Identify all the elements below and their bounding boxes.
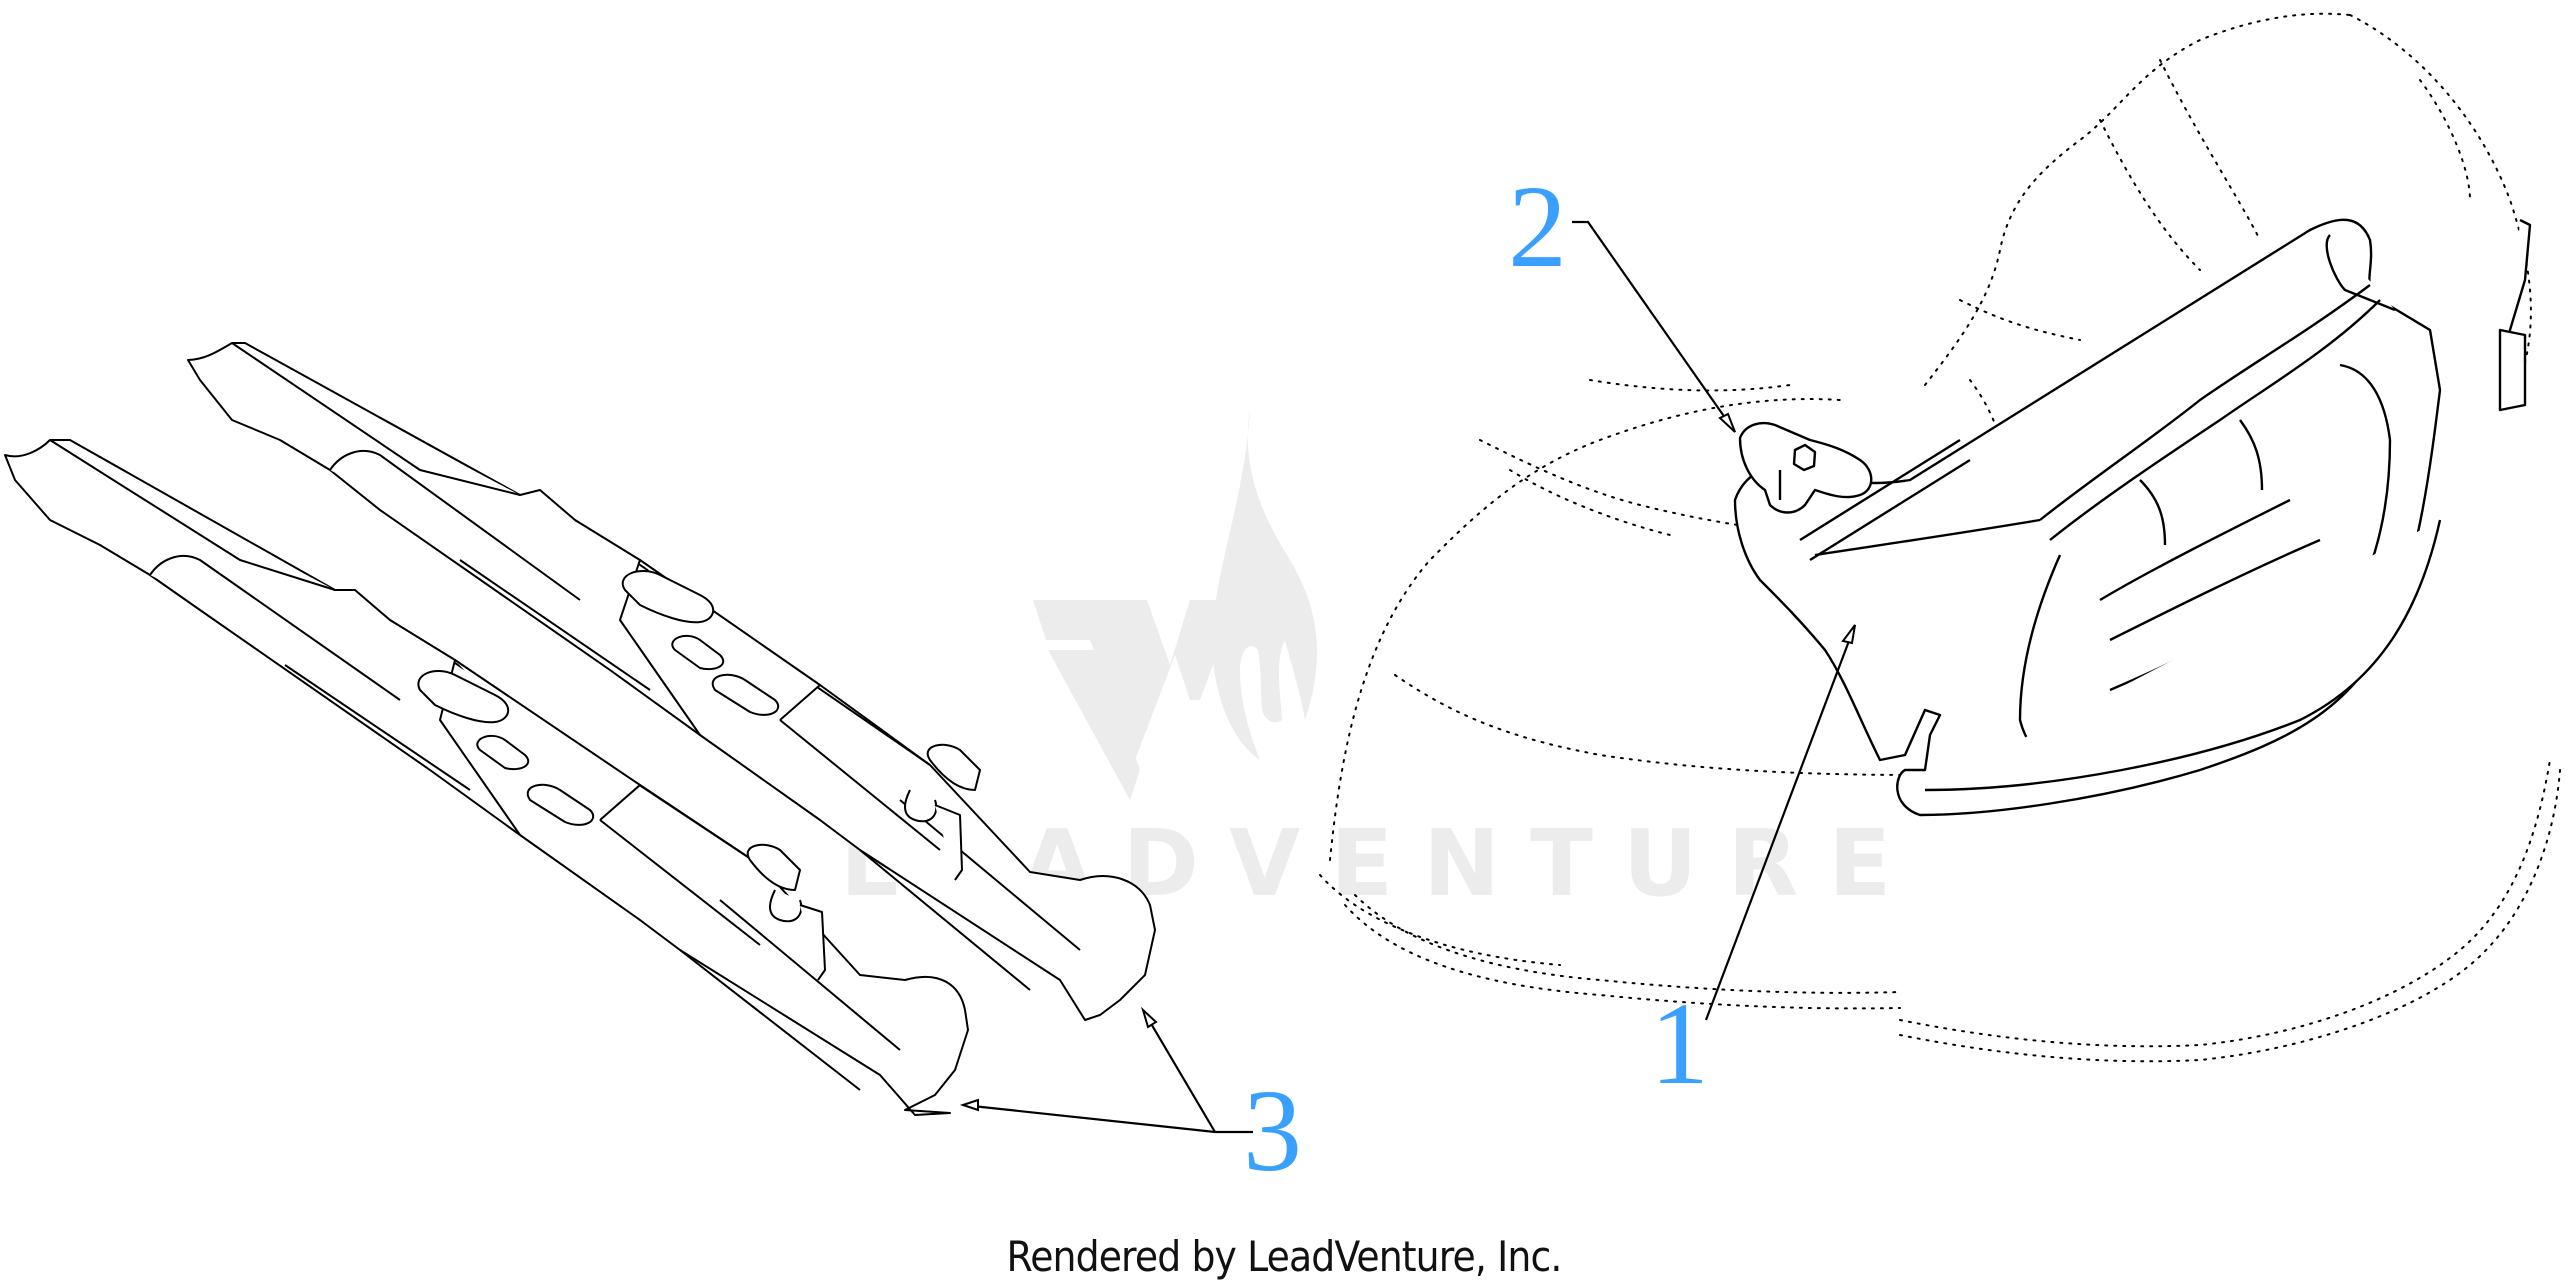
leader-3a — [962, 1103, 1253, 1134]
blade-lower — [4, 439, 969, 1116]
callout-2-label[interactable]: 2 — [1508, 161, 1567, 292]
wing-knob — [1738, 421, 1873, 514]
leader-2 — [1572, 220, 1736, 433]
callout-1-label[interactable]: 1 — [1650, 978, 1709, 1109]
leader-3b — [1142, 1009, 1216, 1133]
leader-1 — [1704, 624, 1857, 1021]
render-credit: Rendered by LeadVenture, Inc. — [1006, 1232, 1563, 1281]
callout-3-label[interactable]: 3 — [1243, 1065, 1302, 1196]
blade-upper — [187, 342, 1156, 1021]
